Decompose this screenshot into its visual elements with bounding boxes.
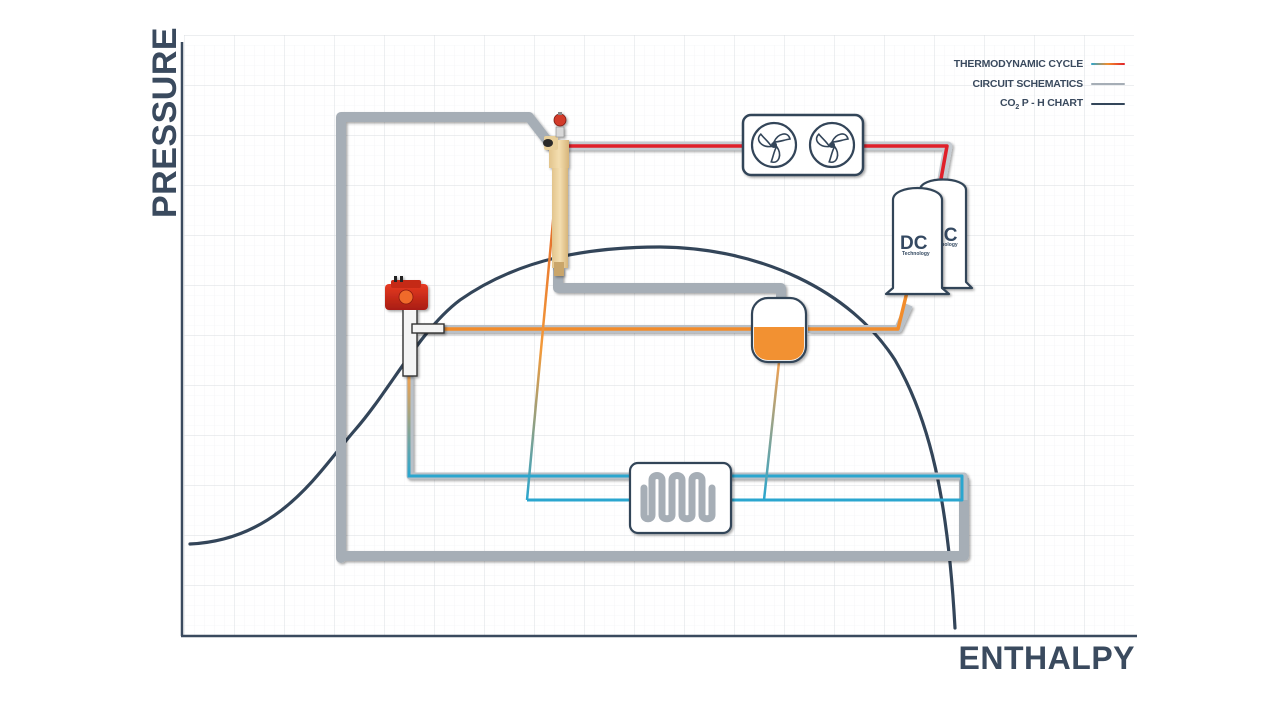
receiver-outlet-line — [762, 361, 781, 501]
legend-label-chart-sub: 2 — [1015, 104, 1020, 112]
valve-icon — [385, 276, 445, 377]
hp-valve-diagonal-line — [525, 199, 557, 501]
hot-gas-line — [566, 144, 949, 191]
legend-swatch-chart — [1091, 103, 1125, 105]
compressor-front: DC Technology — [884, 187, 951, 296]
thermodynamic-cycle — [407, 144, 964, 502]
expansion-valve — [385, 276, 445, 377]
legend-label-cycle: THERMODYNAMIC CYCLE — [953, 58, 1083, 70]
receiver-vessel — [750, 296, 808, 364]
legend-label-chart: CO2 P - H CHART — [1000, 97, 1083, 111]
hp-valve — [543, 112, 569, 276]
y-axis-title: PRESSURE — [146, 26, 184, 218]
evaporator — [628, 461, 733, 535]
fan-icon — [808, 121, 856, 169]
gas-cooler — [741, 113, 865, 177]
legend-swatch-cycle — [1091, 63, 1125, 65]
coil-icon — [640, 472, 716, 523]
x-axis-title: ENTHALPY — [958, 640, 1135, 676]
legend-label-circuit: CIRCUIT SCHEMATICS — [972, 78, 1083, 90]
legend: THERMODYNAMIC CYCLE CIRCUIT SCHEMATICS C… — [953, 54, 1125, 114]
legend-label-chart-main: CO — [1000, 96, 1016, 109]
valve-to-evaporator-line — [407, 376, 630, 478]
compressor-logo-front: DC — [900, 233, 928, 254]
legend-swatch-circuit — [1091, 83, 1125, 85]
legend-item-cycle: THERMODYNAMIC CYCLE — [953, 54, 1125, 74]
legend-item-chart: CO2 P - H CHART — [954, 94, 1125, 114]
compressor-logo-sub-back: Technology — [930, 242, 958, 248]
valve-icon — [543, 112, 569, 276]
legend-label-chart-rest: P - H CHART — [1019, 96, 1083, 109]
compressor-pair: DC Technology DC Technology — [884, 178, 974, 296]
fan-icon — [750, 121, 798, 169]
compressor-logo-sub-front: Technology — [902, 251, 930, 257]
compressor-to-receiver-line — [808, 291, 909, 331]
legend-item-circuit: CIRCUIT SCHEMATICS — [954, 74, 1125, 94]
grid-major — [184, 35, 1134, 635]
cold-line-right — [730, 474, 964, 502]
